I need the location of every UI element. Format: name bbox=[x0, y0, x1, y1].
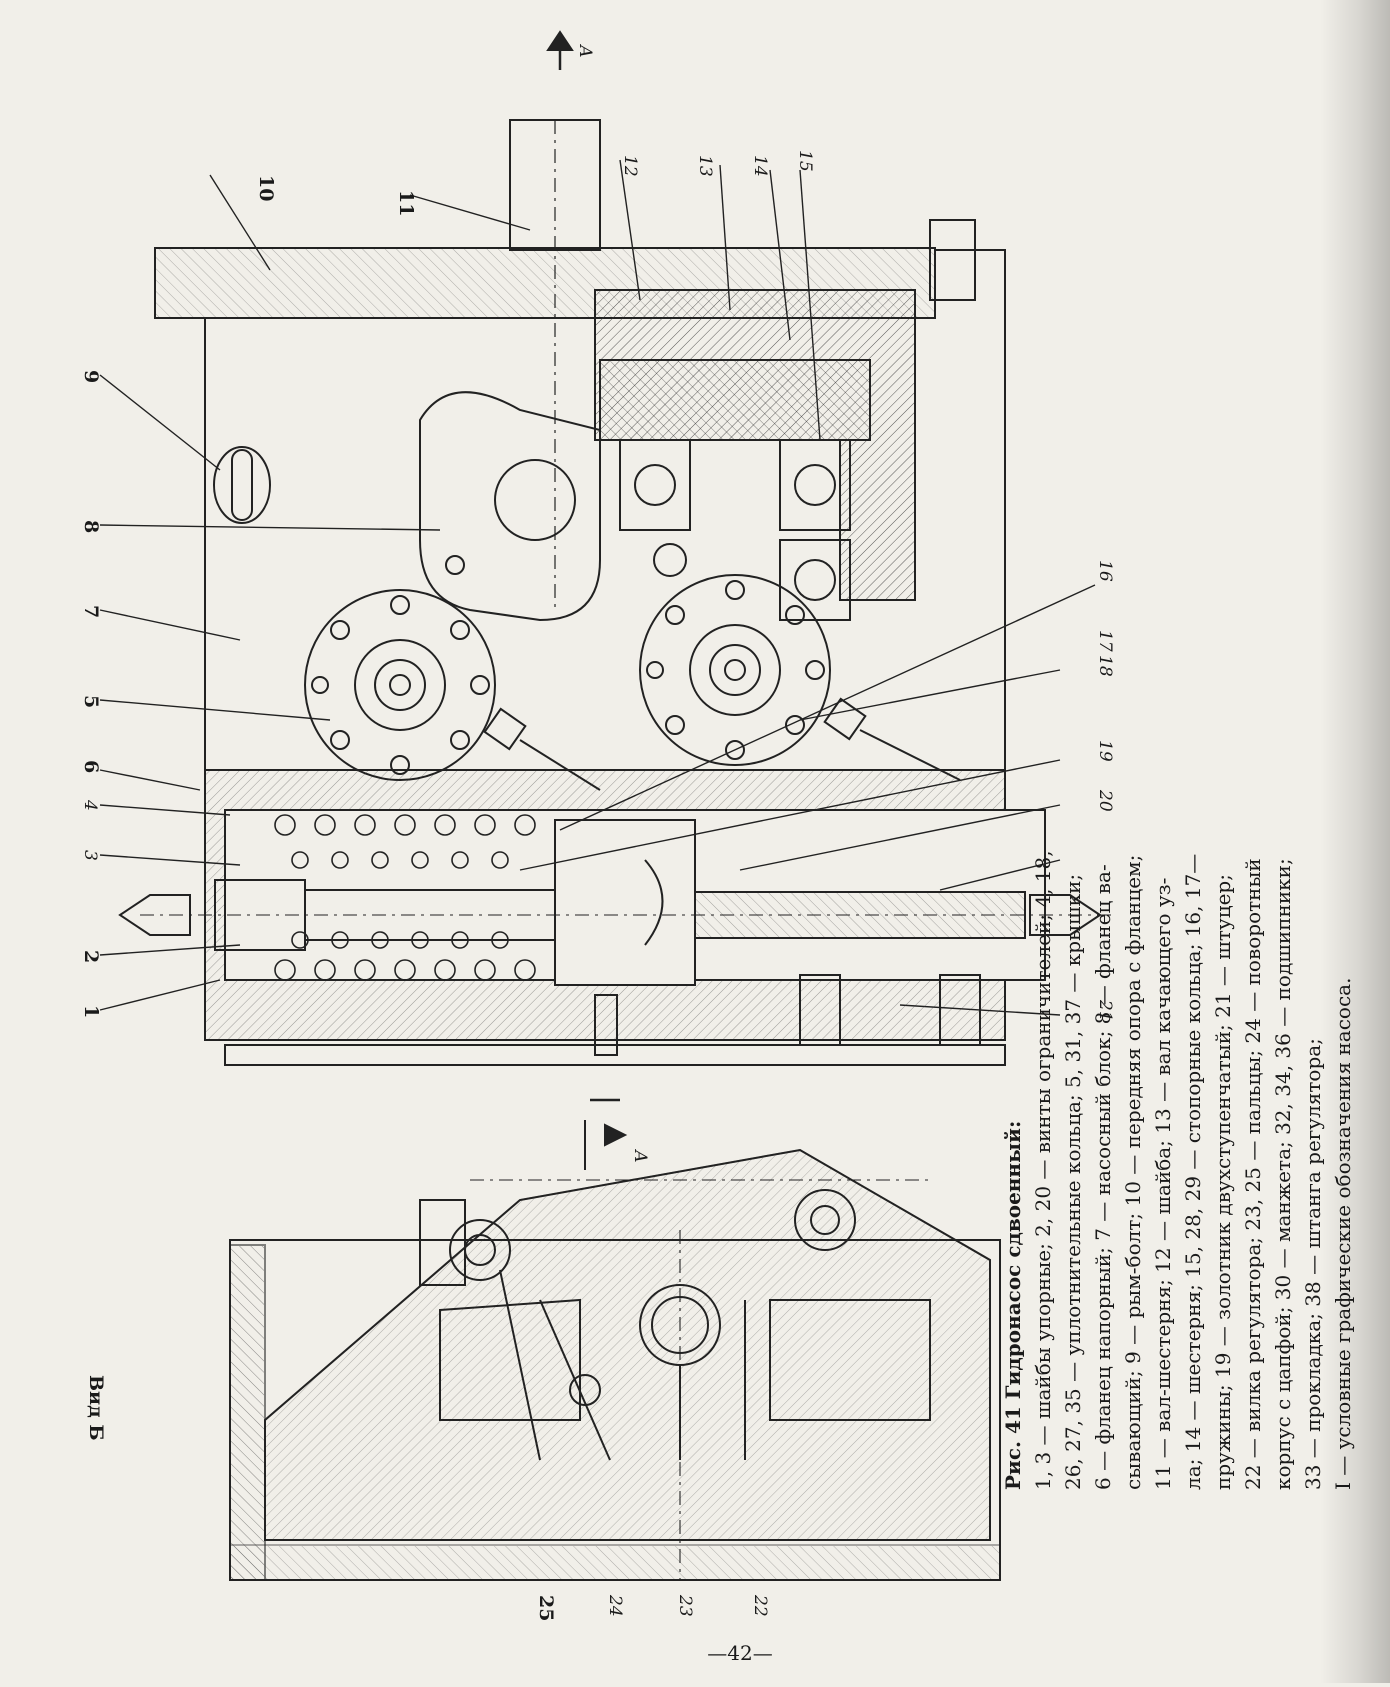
callout-numbers: 10 11 9 8 7 5 6 4 3 2 1 12 13 14 15 16 1… bbox=[80, 44, 1115, 1621]
caption-line-1: 1, 3 — шайбы упорные; 2, 20 — винты огра… bbox=[1031, 850, 1055, 1490]
callout-10: 10 bbox=[255, 175, 277, 201]
caption-line-3: 6 — фланец напорный; 7 — насосный блок; … bbox=[1091, 864, 1115, 1490]
callout-25: 25 bbox=[535, 1595, 557, 1621]
leader-lines bbox=[99, 159, 1096, 1016]
callout-21: 21 bbox=[1095, 999, 1115, 1022]
callout-16: 16 bbox=[1095, 560, 1115, 582]
callout-6: 6 bbox=[80, 760, 102, 773]
figure-caption: Рис. 41 Гидронасос сдвоенный: 1, 3 — шай… bbox=[1001, 850, 1355, 1490]
caption-line-4: сывающий; 9 — рым-болт; 10 — передняя оп… bbox=[1121, 855, 1145, 1490]
caption-line-5: 11 — вал-шестерня; 12 — шайба; 13 — вал … bbox=[1151, 878, 1175, 1490]
caption-title: Рис. 41 Гидронасос сдвоенный: bbox=[1001, 1121, 1025, 1490]
main-section-view bbox=[118, 30, 1115, 1170]
callout-4: 4 bbox=[80, 799, 100, 811]
callout-2: 2 bbox=[80, 950, 102, 963]
callout-12: 12 bbox=[620, 155, 640, 177]
caption-line-7: пружины; 19 — золотник двухступенчатый; … bbox=[1211, 874, 1235, 1490]
callout-20: 20 bbox=[1095, 789, 1115, 812]
callout-17: 17 bbox=[1095, 630, 1115, 652]
callout-14: 14 bbox=[750, 155, 770, 177]
callout-9: 9 bbox=[80, 370, 102, 383]
callout-11: 11 bbox=[395, 190, 417, 216]
callout-1: 1 bbox=[80, 1005, 102, 1018]
caption-line-8: 22 — вилка регулятора; 23, 25 — пальцы; … bbox=[1241, 858, 1265, 1490]
callout-18: 18 bbox=[1095, 655, 1115, 677]
callout-19: 19 bbox=[1095, 740, 1115, 762]
callout-24: 24 bbox=[605, 1594, 625, 1617]
callout-8: 8 bbox=[80, 520, 102, 533]
pump-disc-left bbox=[304, 589, 496, 781]
view-b-label: Вид Б bbox=[85, 1375, 107, 1441]
view-b bbox=[229, 1148, 1001, 1581]
caption-line-11: I — условные графические обозначения нас… bbox=[1331, 978, 1355, 1490]
callout-7: 7 bbox=[80, 605, 102, 618]
callout-5: 5 bbox=[80, 695, 102, 708]
callout-15: 15 bbox=[795, 150, 815, 172]
callout-23: 23 bbox=[675, 1594, 695, 1617]
caption-line-9: корпус с цапфой; 30 — манжета; 32, 34, 3… bbox=[1271, 858, 1295, 1490]
section-mark-mid: А bbox=[630, 1149, 650, 1163]
callout-3: 3 bbox=[80, 850, 100, 861]
callout-13: 13 bbox=[695, 155, 715, 177]
caption-line-10: 33 — прокладка; 38 — штанга регулятора; bbox=[1301, 1038, 1325, 1490]
caption-line-6: ла; 14 — шестерня; 15, 28, 29 — стопорны… bbox=[1181, 854, 1205, 1490]
section-mark-top: А bbox=[575, 44, 595, 58]
page-number: —42— bbox=[707, 1641, 772, 1665]
callout-22: 22 bbox=[750, 1594, 770, 1617]
pump-disc-right bbox=[639, 574, 831, 766]
caption-line-2: 26, 27, 35 — уплотнительные кольца; 5, 3… bbox=[1061, 874, 1085, 1490]
